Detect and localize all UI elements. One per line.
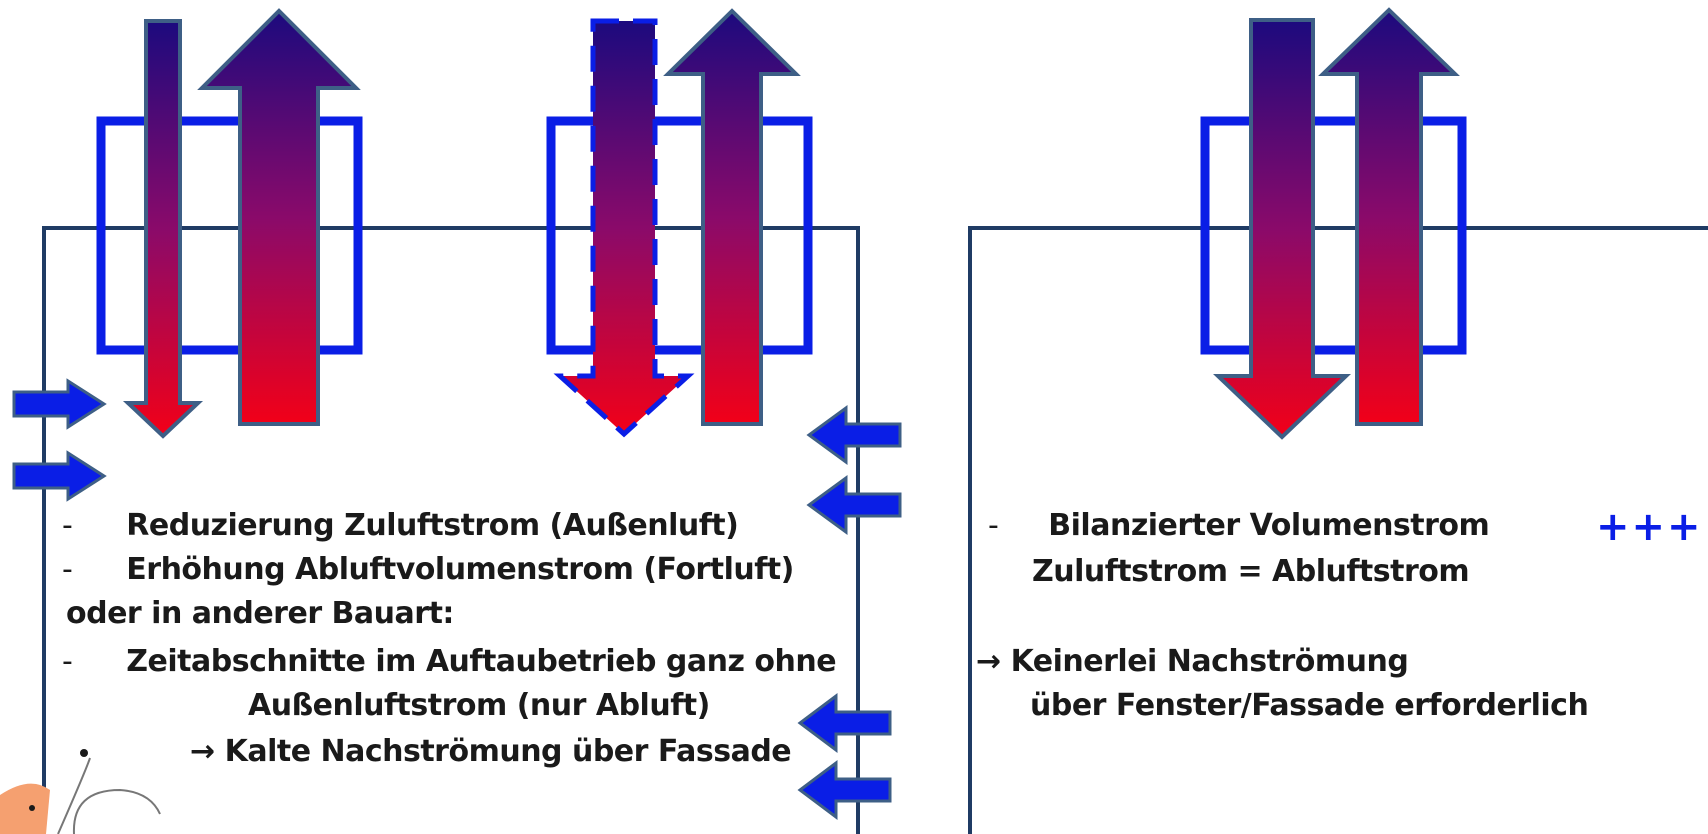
left-supply-arrow-down	[122, 19, 204, 439]
right-exhaust-arrow-up	[1318, 7, 1460, 426]
wall-inflow-arrow-4	[797, 760, 892, 820]
wall-inflow-arrow-1	[806, 405, 902, 465]
facade-inflow-arrow-2	[12, 450, 107, 502]
middle-unit-frame	[546, 116, 813, 355]
right-line-1: - Bilanzierter Volumenstrom	[988, 506, 1490, 546]
right-line-2: Zuluftstrom = Abluftstrom	[1032, 554, 1470, 589]
left-unit-frame	[96, 116, 363, 355]
bullet-dash: -	[62, 552, 73, 587]
left-line-3: oder in anderer Bauart:	[66, 596, 454, 631]
left-line-1: - Reduzierung Zuluftstrom (Außenluft)	[62, 506, 739, 546]
corner-mascot-decoration	[0, 749, 161, 834]
facade-inflow-arrow-1	[12, 378, 107, 430]
left-line-6: → Kalte Nachströmung über Fassade	[190, 734, 792, 769]
right-line-4: über Fenster/Fassade erforderlich	[1030, 688, 1589, 723]
rating-plus: +++	[1596, 504, 1703, 550]
middle-supply-arrow-down-dashed	[553, 18, 695, 438]
bullet-dash: -	[988, 508, 999, 543]
left-line-4: - Zeitabschnitte im Auftaubetrieb ganz o…	[62, 642, 837, 682]
left-line-2: - Erhöhung Abluftvolumenstrom (Fortluft)	[62, 550, 794, 590]
left-exhaust-arrow-up	[197, 8, 361, 426]
middle-exhaust-arrow-up	[663, 8, 801, 426]
right-supply-arrow-down	[1213, 18, 1351, 440]
right-line-3: → Keinerlei Nachströmung	[976, 644, 1409, 679]
bullet-dash: -	[62, 644, 73, 679]
wall-inflow-arrow-2	[806, 475, 902, 535]
left-room-outline	[42, 226, 860, 834]
left-line-5: Außenluftstrom (nur Abluft)	[248, 688, 710, 723]
left-line-4-text: Zeitabschnitte im Auftaubetrieb ganz ohn…	[126, 644, 837, 679]
right-unit-frame	[1200, 116, 1467, 355]
right-line-1-text: Bilanzierter Volumenstrom	[1048, 508, 1490, 543]
wall-inflow-arrow-3	[797, 693, 892, 753]
left-line-2-text: Erhöhung Abluftvolumenstrom (Fortluft)	[126, 552, 794, 587]
left-line-1-text: Reduzierung Zuluftstrom (Außenluft)	[126, 508, 739, 543]
bullet-dash: -	[62, 508, 73, 543]
